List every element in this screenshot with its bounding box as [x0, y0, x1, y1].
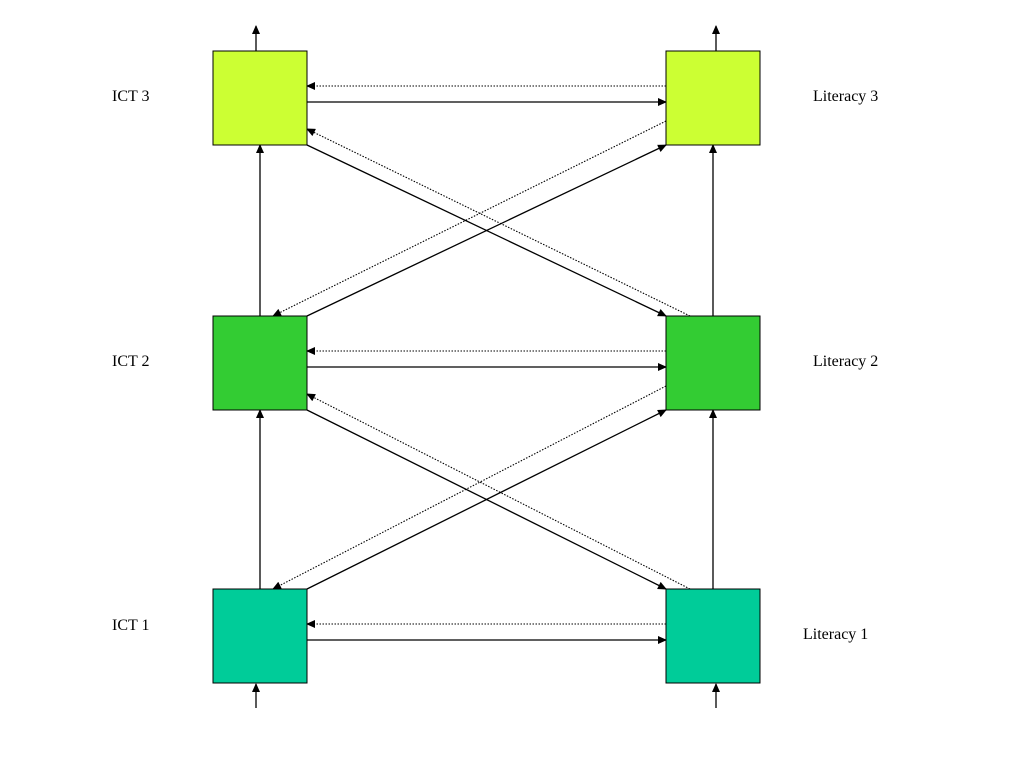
edge-lit3-to-ict2: [272, 120, 667, 317]
lit1-label: Literacy 1: [803, 626, 868, 643]
ict3-label: ICT 3: [112, 88, 149, 105]
lit1-box: [665, 588, 761, 684]
lit3-box: [665, 50, 761, 146]
lit3-label: Literacy 3: [813, 88, 878, 105]
ict2-label: ICT 2: [112, 353, 149, 370]
edge-ict3-to-lit2: [306, 144, 667, 317]
lit2-box: [665, 315, 761, 411]
nodes-layer: [212, 50, 761, 684]
edges-layer: [256, 82, 717, 644]
edge-lit2-to-ict1: [272, 385, 667, 590]
ict1-box: [212, 588, 308, 684]
edge-ict2-to-lit1: [306, 409, 667, 590]
edge-lit2-to-ict3: [306, 128, 691, 317]
ict2-box: [212, 315, 308, 411]
ict1-label: ICT 1: [112, 617, 149, 634]
edge-lit1-to-ict2: [306, 393, 691, 590]
external-arrows: [252, 25, 720, 708]
ict3-box: [212, 50, 308, 146]
labels-layer: ICT 3 Literacy 3 ICT 2 Literacy 2 ICT 1 …: [112, 88, 878, 643]
lit2-label: Literacy 2: [813, 353, 878, 370]
